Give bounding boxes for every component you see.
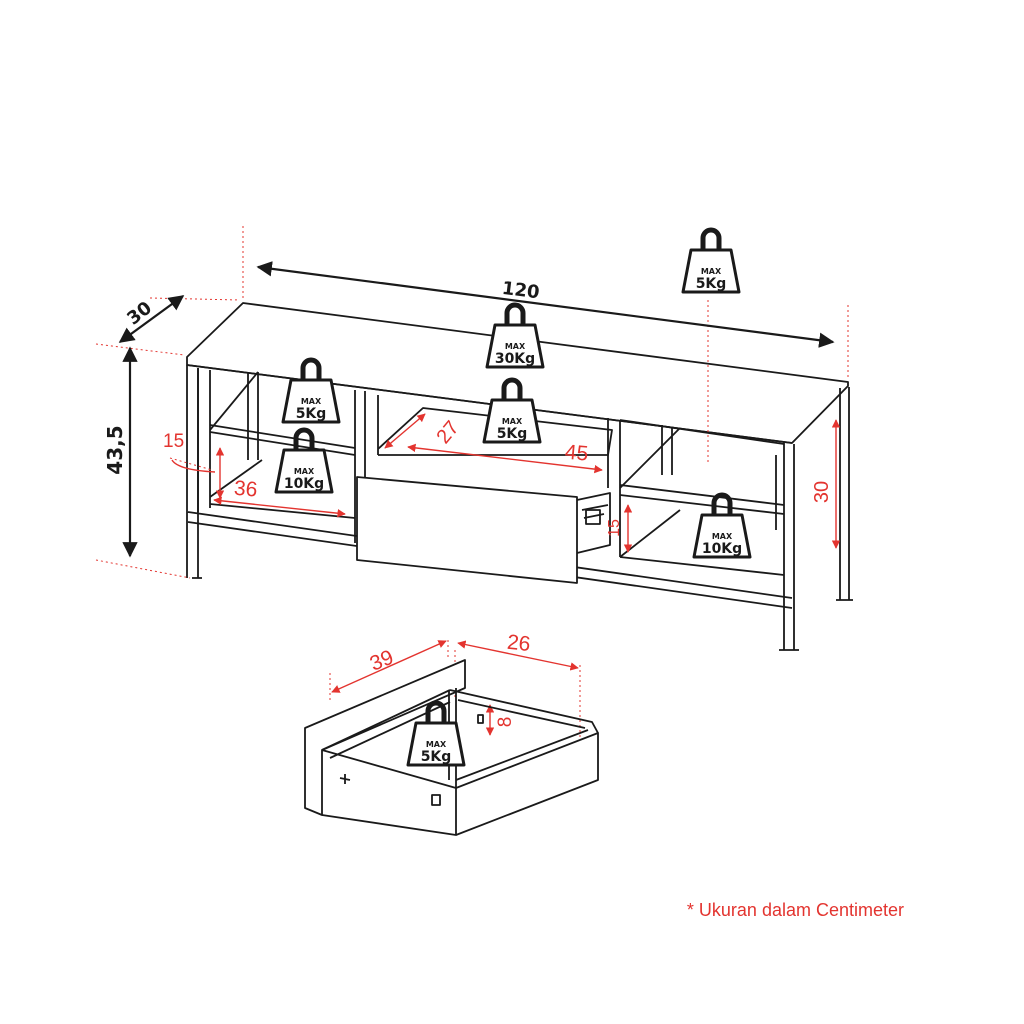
svg-text:5Kg: 5Kg (296, 406, 327, 422)
weight-middle: MAX 5Kg (484, 380, 540, 442)
svg-text:MAX: MAX (426, 740, 447, 749)
svg-text:5Kg: 5Kg (421, 749, 452, 765)
weight-right-lower: MAX 10Kg (694, 495, 750, 557)
label-drawer-width: 26 (506, 631, 532, 656)
label-shelf-depth-left: 36 (233, 477, 258, 502)
arrow-width (256, 261, 835, 348)
weight-left-upper: MAX 5Kg (283, 360, 339, 422)
label-width: 120 (501, 278, 541, 303)
right-compartment (619, 419, 785, 515)
svg-text:MAX: MAX (701, 267, 722, 276)
dimension-arrows-red (171, 413, 841, 736)
dimension-arrows-black (118, 261, 835, 558)
svg-text:10Kg: 10Kg (702, 541, 742, 557)
arrow-depth (118, 295, 185, 343)
footnote: * Ukuran dalam Centimeter (686, 900, 904, 920)
svg-text:MAX: MAX (505, 342, 526, 351)
weight-top-right: MAX 5Kg (683, 230, 739, 292)
label-shelf-height-left: 15 (163, 431, 184, 452)
label-height: 43,5 (103, 425, 127, 474)
svg-text:30Kg: 30Kg (495, 351, 535, 367)
left-compartment (197, 368, 366, 545)
drawer-detail (304, 659, 599, 836)
svg-text:MAX: MAX (301, 397, 322, 406)
svg-text:5Kg: 5Kg (696, 276, 727, 292)
extension-lines (95, 226, 849, 740)
svg-text:10Kg: 10Kg (284, 476, 324, 492)
weight-center-top: MAX 30Kg (487, 305, 543, 367)
svg-text:5Kg: 5Kg (497, 426, 528, 442)
label-depth: 30 (123, 298, 156, 330)
svg-text:MAX: MAX (502, 417, 523, 426)
cabinet-drawer-front (356, 476, 578, 584)
weight-left-lower: MAX 10Kg (276, 430, 332, 492)
label-middle-width: 45 (564, 441, 589, 466)
label-drawer-height: 8 (495, 717, 516, 728)
svg-text:MAX: MAX (294, 467, 315, 476)
weight-drawer: MAX 5Kg (408, 703, 464, 765)
label-right-height: 30 (811, 481, 833, 503)
label-right-shelf-height: 15 (606, 519, 623, 537)
svg-text:MAX: MAX (712, 532, 733, 541)
label-middle-depth: 27 (432, 417, 463, 448)
label-drawer-depth: 39 (367, 646, 397, 676)
